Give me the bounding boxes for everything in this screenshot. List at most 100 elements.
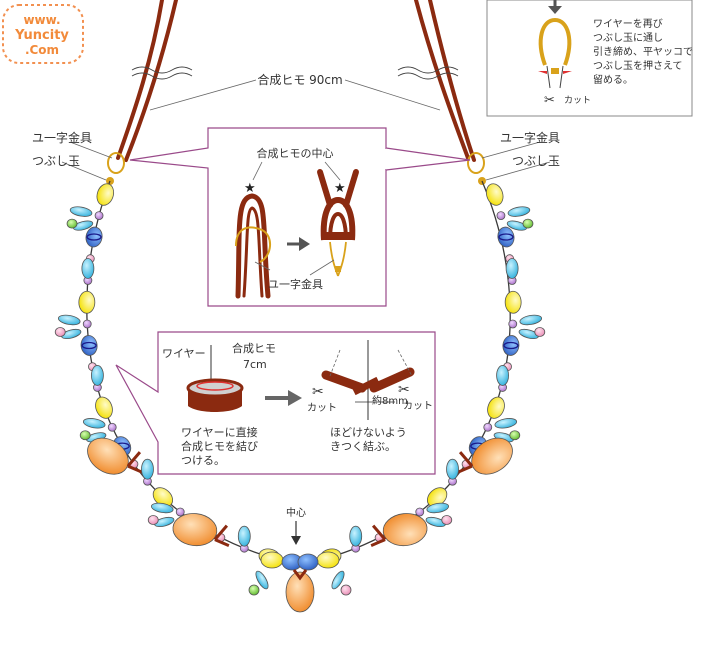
accent-bead — [147, 515, 159, 525]
scissors-icon: ✂ — [398, 382, 410, 398]
drop-bead — [494, 418, 518, 429]
corner-cut-label: カット — [564, 95, 591, 106]
accent-bead — [248, 584, 260, 596]
yellow-bead — [485, 183, 504, 206]
center-label: 中心 — [286, 506, 306, 519]
logo-line3: .Com — [25, 43, 59, 57]
blue-bead — [297, 553, 319, 571]
drop-bead — [57, 314, 81, 326]
knot-line1: ほどけないよう — [330, 426, 407, 439]
bead-strand — [54, 183, 546, 613]
yellow-bead — [487, 396, 505, 419]
drop-bead — [237, 525, 251, 547]
fitting-left — [106, 152, 125, 185]
star-icon: ★ — [244, 181, 256, 196]
yellow-bead — [504, 290, 522, 314]
arrow-right-icon — [287, 237, 310, 251]
gap-label: 約8mm — [372, 394, 408, 407]
cord-label: 合成ヒモ — [232, 341, 276, 355]
desc-line1: ワイヤーに直接 — [181, 425, 258, 439]
drop-bead — [446, 458, 459, 480]
cord-tassel — [292, 569, 308, 581]
small-bead — [82, 319, 92, 329]
orange-bead — [285, 571, 315, 613]
orange-bead — [471, 437, 513, 475]
crimp-left-label: つぶし玉 — [32, 154, 80, 168]
drop-bead — [81, 258, 95, 279]
desc-line3: つける。 — [181, 454, 225, 467]
detail-box-corner: ✂ カット ワイヤーを再び つぶし玉に通し 引き締め、平ヤッコで つぶし玉を押さ… — [486, 0, 693, 117]
drop-bead — [91, 365, 104, 386]
small-bead — [107, 422, 117, 432]
site-logo: www. Yuncity .Com — [2, 4, 84, 64]
logo-line1: www. — [23, 13, 60, 27]
fitting-label-box: ユ一字金具 — [268, 277, 323, 291]
small-bead — [94, 211, 104, 221]
drop-bead — [349, 525, 363, 547]
corner-line5: 留める。 — [593, 73, 633, 86]
small-bead — [508, 319, 518, 329]
cord-tassel — [457, 451, 474, 474]
length-label: 7cm — [243, 358, 267, 371]
crimp-ring — [498, 233, 514, 241]
break-marks — [131, 66, 459, 80]
accent-bead — [79, 430, 91, 441]
cord-band — [186, 378, 244, 412]
knot-diagram — [321, 340, 415, 420]
arrow-down-icon — [548, 0, 562, 14]
cord-length-label: 合成ヒモ 90cm — [257, 72, 342, 87]
drop-bead — [519, 314, 543, 326]
cord-tassel — [370, 524, 387, 547]
small-bead — [496, 211, 506, 221]
corner-line3: 引き締め、平ヤッコで — [593, 45, 693, 58]
drop-bead — [82, 418, 106, 429]
crimp-ring — [81, 341, 97, 350]
yellow-bead — [260, 551, 284, 569]
accent-bead — [66, 218, 78, 229]
cut-left-label: カット — [307, 402, 337, 414]
crimp-ring — [503, 341, 519, 350]
corner-line4: つぶし玉を押さえて — [593, 59, 683, 72]
yellow-bead — [95, 396, 113, 419]
star-icon: ★ — [334, 181, 346, 196]
blue-bead — [502, 335, 520, 356]
logo-line2: Yuncity — [14, 28, 69, 43]
detail-box-top: 合成ヒモの中心 ★ ★ ユ一字金具 — [129, 127, 471, 307]
arrow-right-icon — [265, 390, 302, 406]
cord-loop-before — [235, 193, 271, 299]
accent-bead — [340, 584, 352, 596]
drop-bead — [255, 570, 269, 590]
blue-bead — [85, 226, 103, 248]
yellow-bead — [78, 290, 96, 314]
drop-bead — [141, 458, 154, 480]
orange-bead — [87, 437, 129, 475]
drop-bead — [426, 502, 450, 514]
desc-line2: 合成ヒモを結び — [181, 439, 258, 453]
drop-bead — [507, 206, 531, 217]
accent-bead — [534, 327, 546, 337]
drop-bead — [69, 206, 93, 217]
crimp-ring — [86, 233, 102, 241]
blue-bead — [80, 335, 98, 356]
detail-box-middle: ワイヤー 合成ヒモ 7cm ワイヤーに直接 合成ヒモを結び つける。 ✂ ✂ カ… — [115, 331, 436, 475]
small-bead — [175, 507, 185, 517]
drop-bead — [496, 365, 509, 386]
drop-bead — [505, 258, 519, 279]
top-cords — [116, 0, 476, 162]
accent-bead — [441, 515, 453, 525]
scissors-icon: ✂ — [544, 93, 555, 108]
accent-bead — [522, 218, 534, 229]
blue-bead — [497, 226, 515, 248]
cut-right-label: カット — [403, 400, 433, 412]
corner-line1: ワイヤーを再び — [593, 18, 663, 30]
knot-line2: きつく結ぶ。 — [330, 439, 396, 453]
small-bead — [415, 507, 425, 517]
fitting-right-label: ユ一字金具 — [500, 130, 560, 145]
cord-loop-after — [317, 169, 359, 277]
drop-bead — [150, 502, 174, 514]
orange-bead — [382, 513, 428, 547]
cord-center-label: 合成ヒモの中心 — [257, 146, 334, 160]
cord-tassel — [126, 451, 143, 474]
drop-bead — [331, 570, 345, 590]
